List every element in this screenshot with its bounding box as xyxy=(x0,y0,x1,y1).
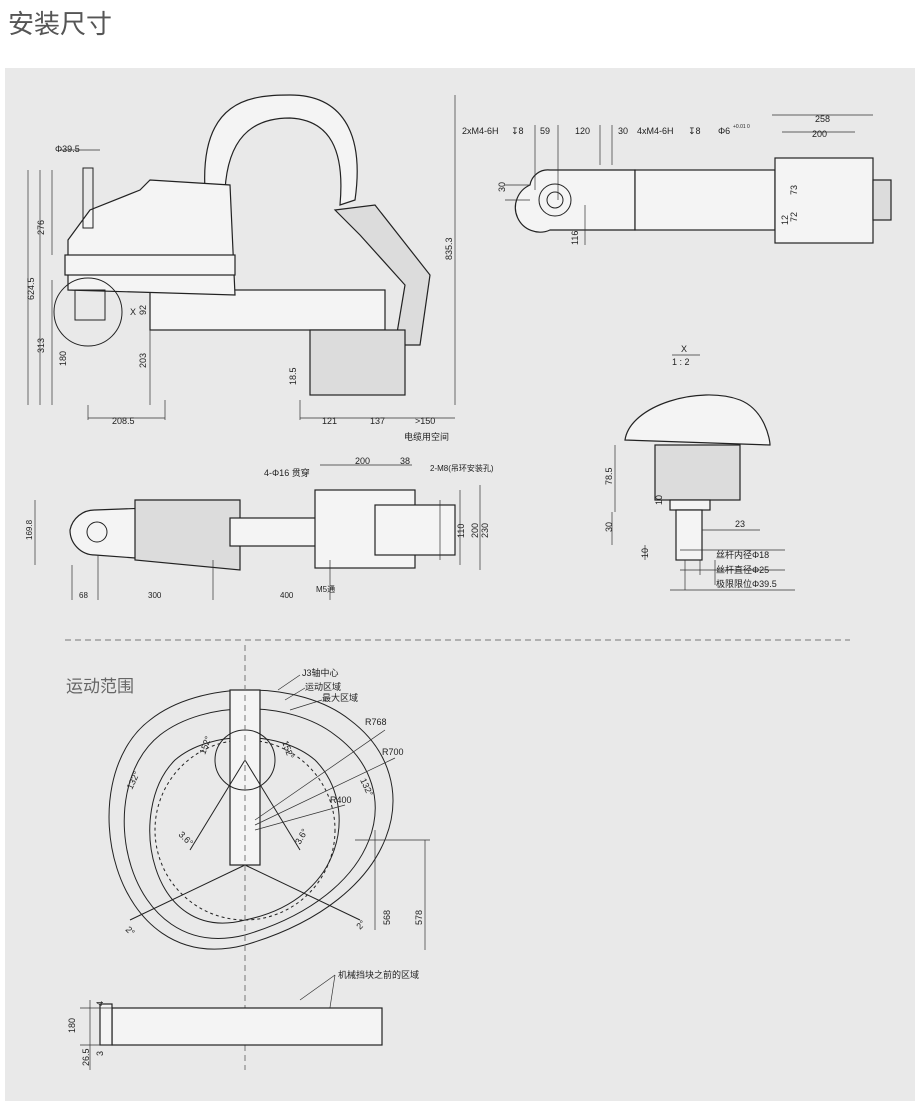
dim-label: 313 xyxy=(36,338,46,353)
dim-label: 最大区域 xyxy=(322,692,358,703)
dim-label: R400 xyxy=(330,795,352,805)
dim-label: 23 xyxy=(735,519,745,529)
dim-label: 38 xyxy=(400,456,410,466)
dim-label: M5通 xyxy=(316,584,335,594)
dim-label: 78.5 xyxy=(604,467,614,485)
dim-label: 30 xyxy=(604,522,614,532)
dim-label: 137 xyxy=(370,416,385,426)
dim-label: 电缆用空间 xyxy=(404,431,449,442)
dim-label: 200 xyxy=(470,523,480,538)
dim-label: 152° xyxy=(197,734,213,755)
dim-label: 120 xyxy=(575,126,590,136)
dim-label: 200 xyxy=(355,456,370,466)
dim-label: 73 xyxy=(789,185,799,195)
dim-label: X xyxy=(130,307,136,317)
section-title: 运动范围 xyxy=(66,677,134,697)
dim-label: 300 xyxy=(148,591,162,600)
dim-label: 2-M8(吊环安装孔) xyxy=(430,463,494,473)
top-view: 2xM4-6H ↧8 59 120 30 4xM4-6H ↧8 Φ6 +0.01… xyxy=(462,114,892,245)
dim-label: 4-Φ16 贯穿 xyxy=(264,467,310,478)
dim-label: 丝杆直径Φ25 xyxy=(716,564,769,575)
dim-label: 203 xyxy=(138,353,148,368)
dim-label: 2° xyxy=(354,918,367,931)
dim-label: Φ39.5 xyxy=(55,144,80,154)
dim-label: 568 xyxy=(382,910,392,925)
dim-label: 400 xyxy=(280,591,294,600)
dim-label: 230 xyxy=(480,523,490,538)
plan-view: 4-Φ16 贯穿 200 38 2-M8(吊环安装孔) 169.8 110 20… xyxy=(25,456,494,600)
dim-label: 30 xyxy=(497,182,507,192)
dim-label: 200 xyxy=(812,129,827,139)
detail-x: X 1 : 2 78.5 10 30 10 23 丝杆内径Φ18 丝杆直径Φ25… xyxy=(604,344,795,591)
dim-label: 10 xyxy=(654,495,664,505)
page-title: 安装尺寸 xyxy=(8,10,113,40)
dim-label: 208.5 xyxy=(112,416,135,426)
dim-label: ↧8 xyxy=(688,126,701,136)
dim-label: 835.3 xyxy=(444,237,454,260)
dim-label: 624.5 xyxy=(26,277,36,300)
dim-label: Φ6 xyxy=(718,126,730,136)
dim-label: 578 xyxy=(414,910,424,925)
dim-label: 59 xyxy=(540,126,550,136)
dim-label: 30 xyxy=(618,126,628,136)
dim-label: 4xM4-6H xyxy=(637,126,674,136)
dim-label: 1 : 2 xyxy=(672,357,690,367)
dim-label: 110 xyxy=(456,524,466,538)
dim-label: +0.01 0 xyxy=(733,124,750,130)
dim-label: ↧8 xyxy=(511,126,524,136)
dim-label: 机械挡块之前的区域 xyxy=(338,969,419,980)
dim-label: 68 xyxy=(79,591,88,600)
dim-label: 4 xyxy=(95,1001,105,1006)
dim-label: 121 xyxy=(322,416,337,426)
dim-label: X xyxy=(681,344,687,354)
dim-label: 169.8 xyxy=(25,519,34,540)
dim-label: 18.5 xyxy=(288,367,298,385)
dim-label: >150 xyxy=(415,416,435,426)
dim-label: 258 xyxy=(815,114,830,124)
dim-label: 12 xyxy=(780,215,790,225)
dim-label: 3.6° xyxy=(293,827,310,846)
dim-label: 2° xyxy=(124,924,137,937)
dim-label: 132° xyxy=(358,777,375,798)
dim-label: 3 xyxy=(95,1051,105,1056)
dim-label: 10 xyxy=(640,548,650,558)
dim-label: 2xM4-6H xyxy=(462,126,499,136)
dim-label: 72 xyxy=(789,212,799,222)
dim-label: 152° xyxy=(280,739,296,760)
side-view: Φ39.5 276 624.5 313 180 X 92 203 18.5 83… xyxy=(26,94,456,442)
dim-label: 132° xyxy=(125,769,142,790)
dim-label: R768 xyxy=(365,717,387,727)
motion-range: 运动范围 J3轴中心 运动区域 最大区域 R768 R700 R400 152°… xyxy=(66,645,430,1070)
dim-label: 26.5 xyxy=(81,1048,91,1066)
dim-label: 极限限位Φ39.5 xyxy=(716,578,777,589)
dim-label: 116 xyxy=(570,231,580,245)
dim-label: 运动区域 xyxy=(305,681,341,692)
dim-label: J3轴中心 xyxy=(302,667,339,678)
dim-label: 92 xyxy=(138,305,148,315)
dim-label: R700 xyxy=(382,747,404,757)
dim-label: 180 xyxy=(67,1018,77,1033)
dim-label: 丝杆内径Φ18 xyxy=(716,549,769,560)
dim-label: 276 xyxy=(36,220,46,235)
dim-label: 180 xyxy=(58,351,68,366)
